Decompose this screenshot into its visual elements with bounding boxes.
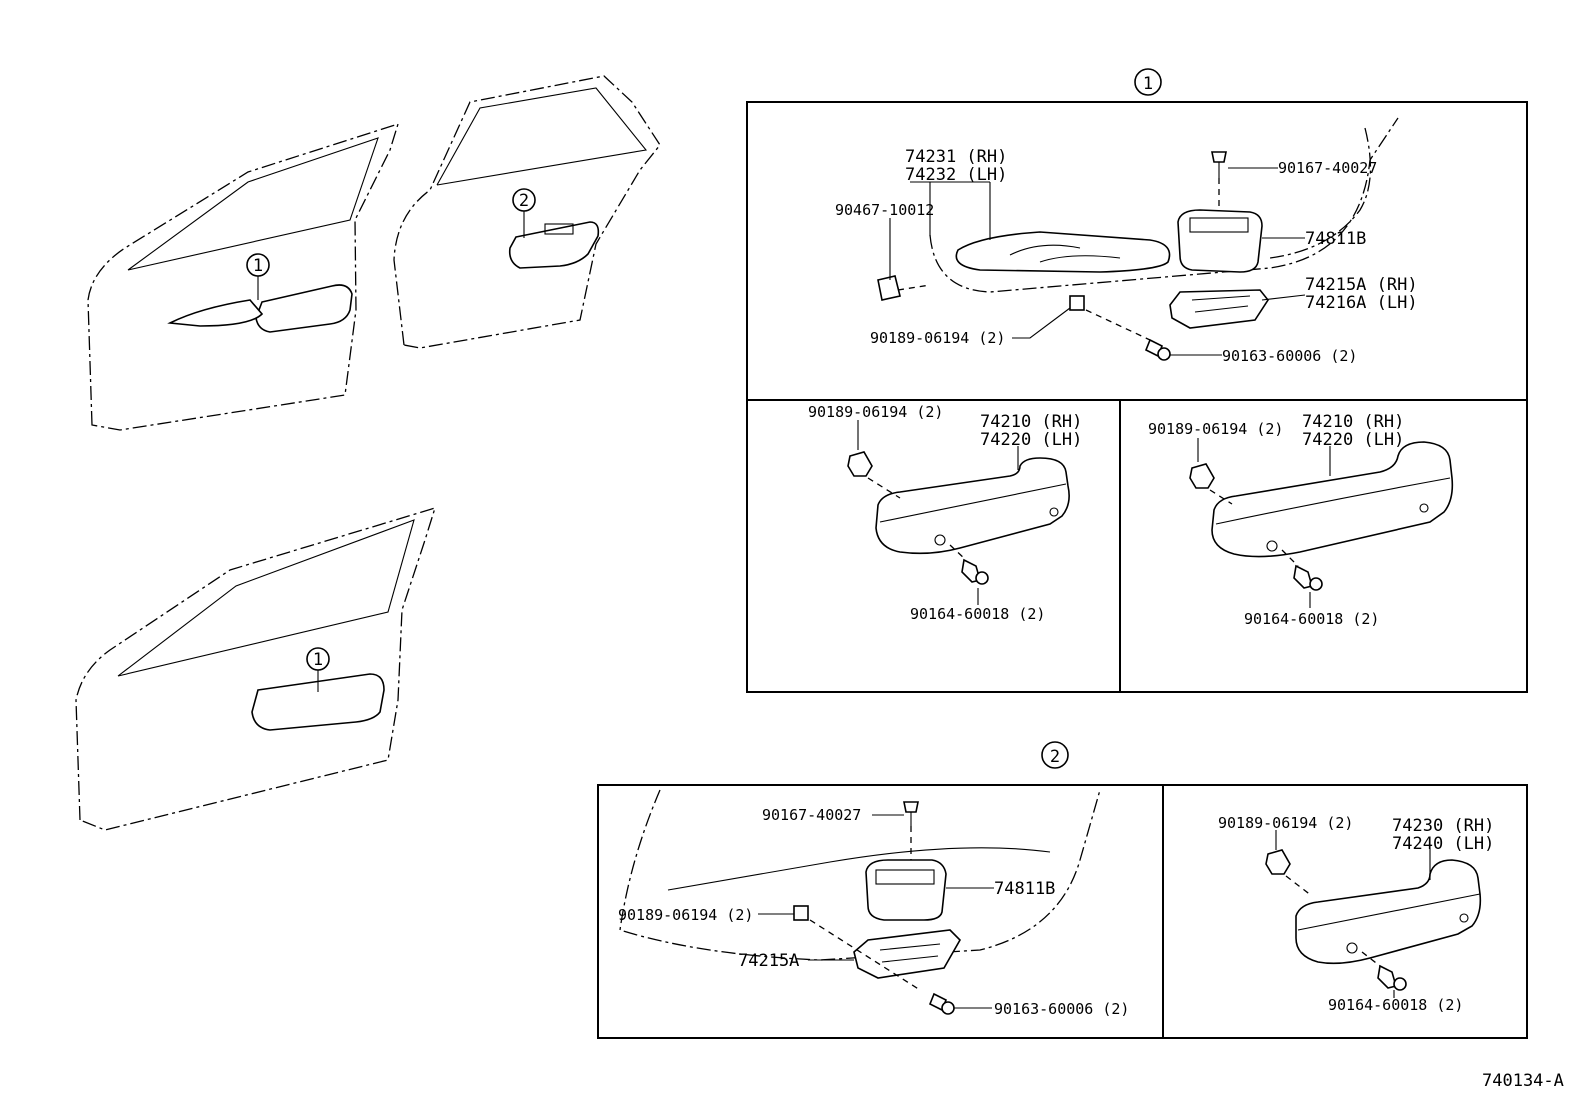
screw-top-2 <box>903 801 919 813</box>
front-door-upper: 1 <box>87 123 399 431</box>
label-screw-section2: 90164-60018 (2) <box>1328 996 1463 1014</box>
label-screw-top-2: 90167-40027 <box>762 806 861 824</box>
nut-section2 <box>1265 849 1291 875</box>
nut-top <box>1069 295 1085 311</box>
figure-code: 740134-A <box>1482 1071 1564 1091</box>
armrest-trim <box>955 231 1171 273</box>
nut-right <box>1189 463 1215 489</box>
front-door-lower: 1 <box>75 507 436 831</box>
screw-section2 <box>1377 964 1397 989</box>
front-door-lower-grip <box>251 673 385 731</box>
label-bracket-bottom: 74215A <box>738 951 799 971</box>
section2-right-drawing <box>1265 830 1482 998</box>
label-screw-top: 90167-40027 <box>1278 159 1377 177</box>
label-nut-section2: 90189-06194 (2) <box>1218 814 1353 832</box>
label-grip-rh-section2: 74230 (RH) <box>1392 816 1494 836</box>
grip-right <box>1211 441 1454 558</box>
section1-left-drawing <box>847 420 1070 605</box>
nut-left <box>847 451 873 477</box>
label-nut-top: 90189-06194 (2) <box>870 329 1005 347</box>
label-grip-lh-left: 74220 (LH) <box>980 430 1082 450</box>
section2-callout-label: 2 <box>1050 747 1060 767</box>
label-trim-lh: 74232 (LH) <box>905 165 1007 185</box>
label-grip-lh-section2: 74240 (LH) <box>1392 834 1494 854</box>
label-nut-right: 90189-06194 (2) <box>1148 420 1283 438</box>
front-door-trim <box>167 299 264 327</box>
section1-callout-label: 1 <box>1143 74 1153 94</box>
label-nut-left: 90189-06194 (2) <box>808 403 943 421</box>
nut-bottom <box>793 905 809 921</box>
rear-door-grip <box>508 221 600 269</box>
rear-door: 2 <box>393 75 661 349</box>
label-clip: 90467-10012 <box>835 201 934 219</box>
label-grip-lh-right: 74220 (LH) <box>1302 430 1404 450</box>
pocket-74811B-bottom <box>865 859 947 921</box>
callout-1-a-label: 1 <box>253 256 263 276</box>
label-grip-rh-left: 74210 (RH) <box>980 412 1082 432</box>
label-screw-left: 90164-60018 (2) <box>910 605 1045 623</box>
label-pocket-bottom: 74811B <box>994 879 1055 899</box>
section2-right-box <box>1162 784 1528 1039</box>
section2-callout <box>1041 741 1069 769</box>
front-door-grip <box>255 284 353 333</box>
callout-2-a-label: 2 <box>519 191 529 211</box>
label-grip-rh-right: 74210 (RH) <box>1302 412 1404 432</box>
rear-door-pocket <box>544 223 574 235</box>
clip-top <box>877 275 901 301</box>
label-nut-bottom: 90189-06194 (2) <box>618 906 753 924</box>
label-screw-bottom-bottom: 90163-60006 (2) <box>994 1000 1129 1018</box>
label-trim-rh: 74231 (RH) <box>905 147 1007 167</box>
section2-left-drawing <box>619 789 1101 1015</box>
section1-right-drawing <box>1189 438 1454 608</box>
label-bracket-lh: 74216A (LH) <box>1305 293 1418 313</box>
section1-callout <box>1134 68 1162 96</box>
bracket-bottom <box>853 929 961 979</box>
screw-right <box>1293 564 1313 589</box>
section1-top-drawing <box>877 117 1399 361</box>
grip-left <box>875 457 1070 555</box>
label-screw-bottom-top: 90163-60006 (2) <box>1222 347 1357 365</box>
label-bracket-rh: 74215A (RH) <box>1305 275 1418 295</box>
callout-1-b-label: 1 <box>313 650 323 670</box>
pocket-74811B-top <box>1177 209 1263 273</box>
label-screw-right: 90164-60018 (2) <box>1244 610 1379 628</box>
section1-right-box <box>1119 399 1528 693</box>
screw-top-1 <box>1211 151 1227 163</box>
label-pocket-top: 74811B <box>1305 229 1366 249</box>
